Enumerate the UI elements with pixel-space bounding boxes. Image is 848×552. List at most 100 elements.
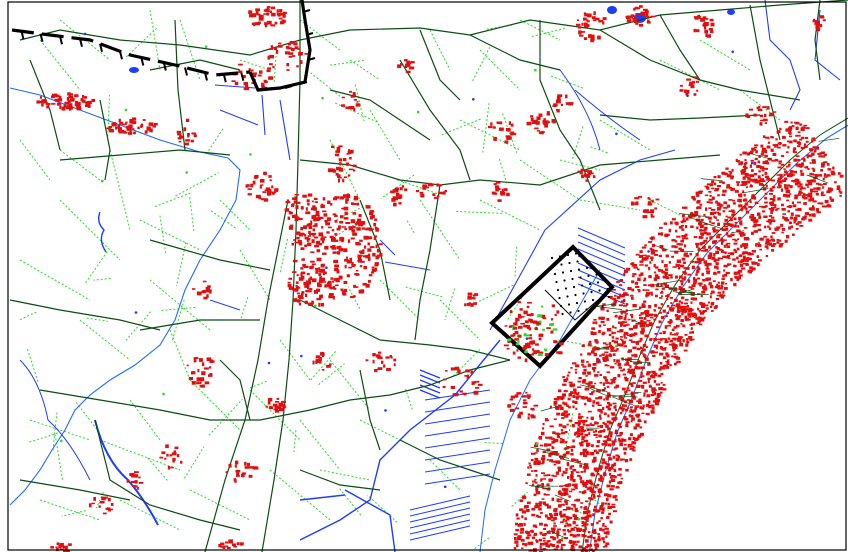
building	[727, 252, 731, 254]
building	[676, 303, 681, 306]
building	[339, 236, 343, 240]
building	[654, 250, 658, 252]
building	[727, 234, 732, 238]
building	[710, 30, 714, 33]
building	[796, 159, 800, 161]
building	[679, 342, 684, 347]
building	[231, 80, 236, 82]
building	[670, 276, 673, 279]
building	[315, 271, 319, 274]
highlight-area-layer[interactable]	[489, 244, 615, 369]
building	[338, 275, 343, 280]
building	[588, 486, 593, 489]
building	[575, 543, 578, 546]
building	[638, 255, 643, 258]
building	[822, 205, 826, 208]
building	[580, 516, 586, 520]
building	[784, 120, 789, 123]
building	[689, 252, 692, 256]
building	[259, 70, 263, 74]
building	[545, 544, 550, 547]
footpath	[208, 398, 243, 436]
building	[567, 530, 570, 532]
building	[806, 179, 811, 183]
building	[581, 363, 584, 366]
building	[628, 349, 632, 353]
building	[556, 498, 559, 502]
building	[633, 426, 637, 430]
building	[350, 149, 354, 154]
building	[631, 280, 635, 284]
building	[393, 196, 398, 201]
building	[784, 185, 787, 189]
building	[598, 20, 604, 23]
building	[129, 119, 133, 123]
footpath	[659, 59, 721, 91]
building	[616, 348, 619, 351]
building	[269, 63, 273, 66]
building	[812, 168, 816, 172]
building	[633, 266, 638, 269]
building	[556, 530, 559, 533]
building	[586, 510, 591, 514]
building	[596, 483, 600, 487]
building	[525, 530, 528, 534]
building	[341, 96, 345, 99]
building	[295, 281, 299, 284]
building	[493, 136, 497, 141]
building	[583, 368, 587, 372]
building	[581, 22, 584, 26]
building	[683, 306, 688, 308]
building	[65, 102, 70, 105]
building	[564, 515, 569, 518]
building	[671, 239, 676, 242]
building	[626, 360, 629, 364]
building	[623, 269, 628, 273]
building	[599, 430, 602, 432]
building	[788, 129, 792, 132]
building	[369, 228, 372, 232]
building	[800, 146, 805, 150]
building	[674, 240, 678, 243]
building	[676, 259, 681, 263]
building	[343, 194, 348, 198]
building	[202, 280, 207, 283]
building	[503, 344, 509, 347]
building	[694, 215, 697, 217]
building	[357, 254, 362, 258]
building	[355, 269, 359, 272]
building	[640, 331, 644, 335]
building	[551, 119, 556, 123]
building	[768, 208, 772, 210]
footpath	[406, 219, 415, 234]
building	[769, 192, 774, 195]
building	[543, 118, 546, 122]
building	[547, 505, 552, 509]
building	[716, 235, 720, 239]
building	[606, 309, 609, 313]
building	[498, 127, 504, 131]
building	[600, 307, 605, 311]
building	[288, 286, 294, 290]
boundary-tick	[59, 36, 63, 45]
building	[336, 174, 341, 178]
building	[751, 194, 755, 198]
building	[722, 274, 725, 278]
building	[623, 304, 628, 307]
marker-dot	[204, 45, 208, 48]
building	[734, 276, 738, 279]
building	[210, 360, 215, 363]
building	[465, 369, 470, 373]
building	[636, 384, 641, 388]
building	[641, 328, 645, 332]
building	[367, 253, 371, 258]
building	[662, 330, 666, 335]
footpath	[147, 457, 168, 481]
building	[576, 498, 581, 502]
building	[300, 293, 304, 297]
building	[367, 257, 371, 261]
building	[570, 465, 575, 468]
building	[806, 186, 810, 188]
